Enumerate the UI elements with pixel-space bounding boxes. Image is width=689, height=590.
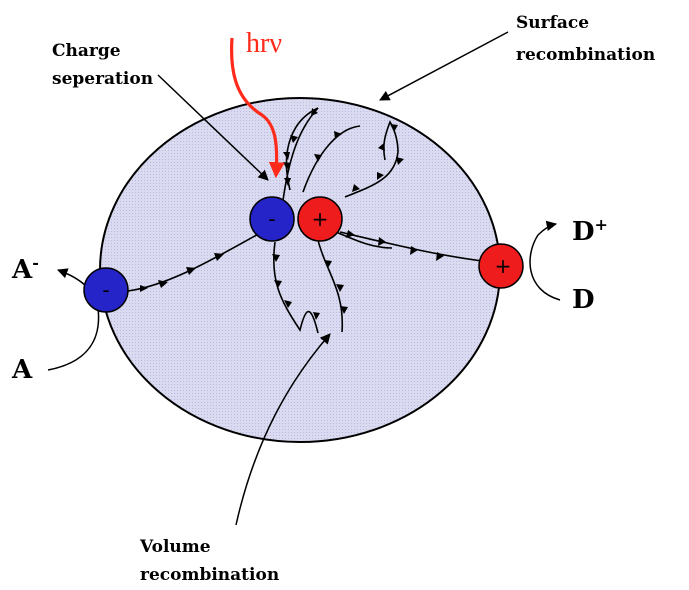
path-loop-volume-1 (272, 241, 319, 334)
electron-center-sign: - (268, 207, 275, 231)
electron-surface: - (83, 267, 129, 313)
hole-surface-sign: + (495, 254, 512, 278)
charge-separation-label-line1: Charge (52, 41, 121, 61)
path-loop-volume-2 (317, 239, 344, 333)
path-arrowheads (140, 108, 444, 320)
path-loop-volume-3 (335, 231, 393, 249)
photon-label: hrν (246, 28, 282, 59)
photon-arrow (229, 37, 285, 179)
donor-arrow (529, 220, 561, 301)
donor-label: D (572, 285, 595, 315)
donor-ion-label: D+ (572, 215, 608, 247)
surface-recombination-label-line1: Surface (516, 13, 589, 33)
charge-separation-pointer (157, 74, 269, 181)
hole-center-sign: + (312, 207, 329, 231)
surface-recombination-pointer (379, 31, 509, 101)
volume-recombination-label-line1: Volume (139, 537, 211, 557)
hole-center: + (297, 196, 343, 242)
volume-recombination-pointer (235, 333, 331, 526)
surface-recombination-label-line2: recombination (516, 45, 655, 65)
particle-body (99, 97, 501, 443)
charge-separation-label-line2: seperation (52, 69, 153, 89)
volume-recombination-label-line2: recombination (140, 565, 279, 585)
path-loop-surface-3 (302, 125, 361, 193)
electron-center: - (249, 196, 295, 242)
path-loop-surface-2 (285, 107, 319, 191)
acceptor-ion-label: A- (11, 253, 39, 285)
hole-surface: + (478, 243, 524, 289)
electron-surface-sign: - (102, 278, 109, 302)
acceptor-label: A (11, 355, 33, 385)
